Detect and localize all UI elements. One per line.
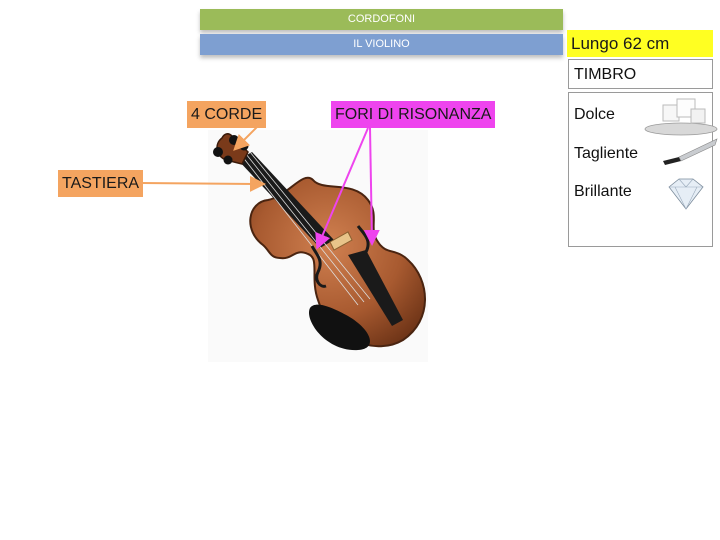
arrow-fingerboard	[140, 175, 266, 192]
arrow-sound-hole-left	[315, 127, 369, 250]
label-4-corde: 4 CORDE	[187, 101, 267, 128]
instrument-bar: IL VIOLINO	[200, 34, 563, 55]
timbre-item-brillante: Brillante	[574, 183, 632, 200]
category-bar: CORDOFONI	[200, 9, 563, 30]
label-fori-di-risonanza: FORI DI RISONANZA	[331, 101, 496, 128]
timbre-list-box: Dolce Tagliente Brillante	[568, 92, 718, 247]
instrument-title: IL VIOLINO	[353, 38, 410, 50]
timbre-title-box: TIMBRO	[568, 59, 713, 89]
arrow-sound-hole-right	[363, 127, 380, 246]
label-tastiera: TASTIERA	[58, 170, 144, 197]
sugar-cubes-icon	[644, 98, 718, 136]
category-title: CORDOFONI	[347, 13, 416, 25]
knife-icon	[663, 138, 718, 165]
timbre-item-dolce: Dolce	[574, 106, 615, 123]
violin-illustration	[208, 130, 428, 362]
diamond-icon	[668, 178, 704, 210]
arrow-strings	[233, 125, 259, 151]
timbre-title: TIMBRO	[574, 66, 637, 83]
timbre-item-tagliente: Tagliente	[574, 145, 639, 162]
length-label: Lungo 62 cm	[567, 30, 713, 57]
